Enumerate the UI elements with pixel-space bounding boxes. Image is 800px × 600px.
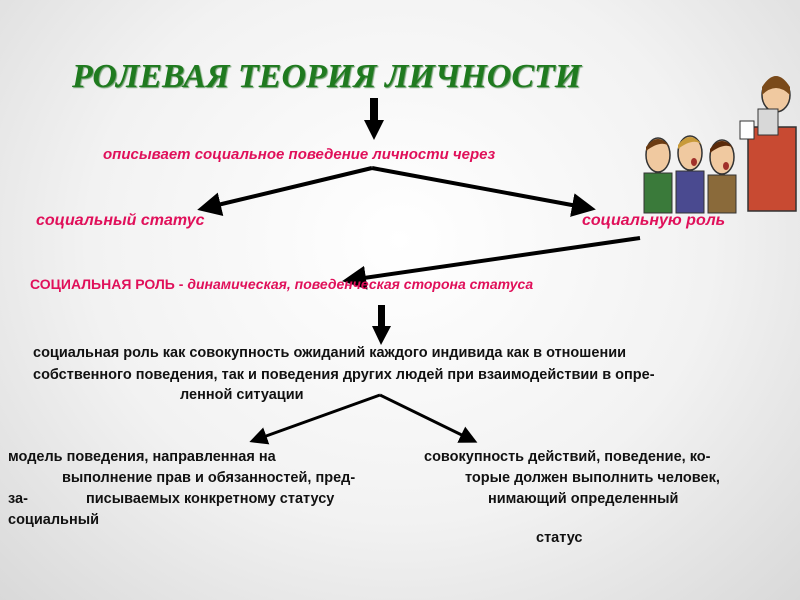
role-definition-term: СОЦИАЛЬНАЯ РОЛЬ - (30, 276, 184, 292)
right-block-line: совокупность действий, поведение, ко- (424, 449, 711, 465)
listener-figure (675, 135, 705, 214)
explanation-line: социальная роль как совокупность ожидани… (33, 345, 627, 361)
right-block-line: нимающий определенный (488, 491, 679, 507)
explanation-line: ленной ситуации (180, 387, 304, 403)
left-block-line: модель поведения, направленная на (8, 449, 276, 465)
arrow-title-down (364, 98, 384, 140)
role-definition-text: динамическая, поведенческая сторона стат… (187, 276, 534, 292)
left-block-line: за- (8, 491, 28, 507)
describes-text: описывает социальное поведение личности … (103, 146, 496, 163)
listener-figure (707, 139, 737, 214)
left-block-line: социальный (8, 512, 99, 528)
arrow-to-left-block (249, 393, 381, 445)
speaker-figure (739, 76, 797, 212)
arrow-to-right-block (379, 393, 478, 443)
right-block-line: торые должен выполнить человек, (465, 470, 720, 486)
left-block-line: писываемых конкретному статусу (86, 491, 335, 507)
arrow-to-role (371, 166, 596, 217)
right-block-line: статус (536, 530, 583, 546)
role-definition: СОЦИАЛЬНАЯ РОЛЬ - динамическая, поведенч… (30, 276, 533, 292)
left-block-line: выполнение прав и обязанностей, пред- (62, 470, 356, 486)
arrow-role-to-definition (342, 236, 641, 290)
people-speaking-illustration (643, 76, 797, 214)
explanation-line: собственного поведения, так и поведения … (33, 367, 655, 383)
arrow-to-status (197, 166, 373, 216)
page-title: РОЛЕВАЯ ТЕОРИЯ ЛИЧНОСТИ (72, 58, 582, 95)
social-status-label: социальный статус (36, 212, 205, 229)
listener-figure (643, 137, 673, 214)
social-role-label: социальную роль (582, 212, 726, 229)
arrow-definition-down (372, 305, 391, 345)
